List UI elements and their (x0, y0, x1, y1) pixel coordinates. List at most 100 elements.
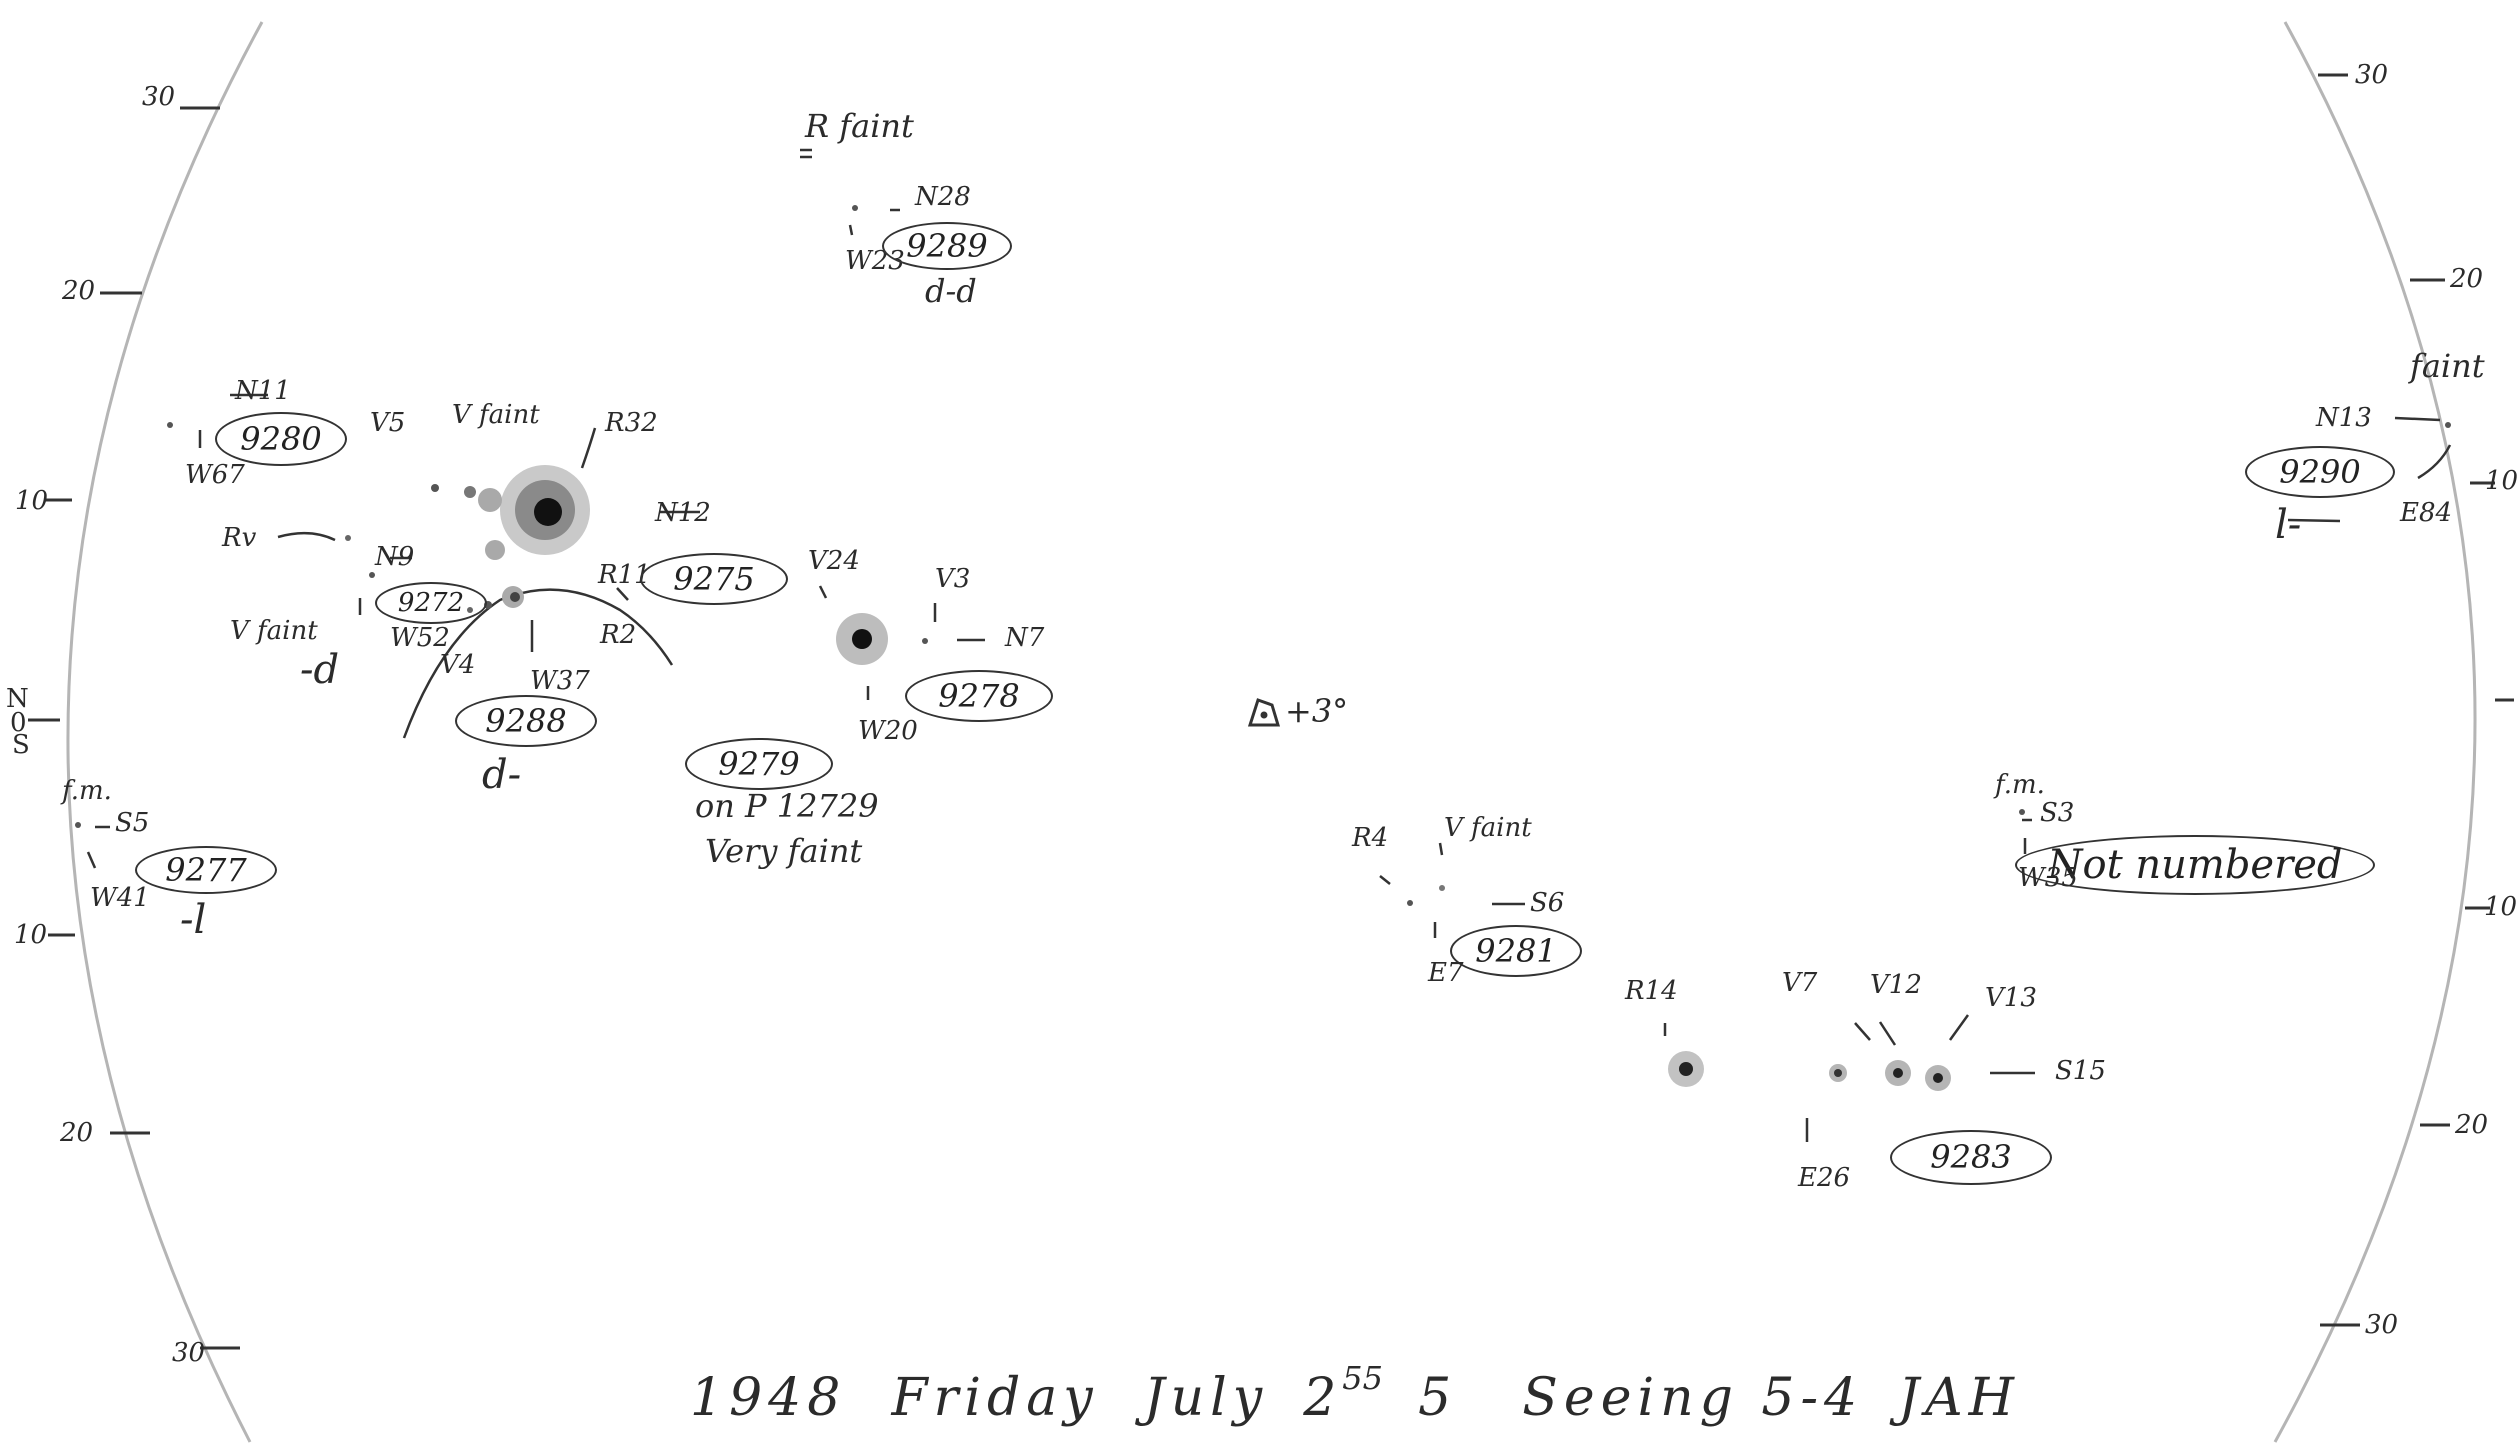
note-faint-9290: faint (2410, 347, 2485, 385)
label-n11: N11 (235, 376, 291, 406)
small-tick-marks (800, 148, 812, 159)
sunspot-unnumbered (2019, 809, 2025, 815)
label-fm-9277: f.m. (62, 776, 112, 806)
left-scale-label-30-top: 30 (142, 82, 176, 112)
sunspot-9278 (836, 613, 928, 665)
sunspot-9275 (431, 465, 590, 560)
right-scale-label-20-bottom: 20 (2455, 1110, 2489, 1140)
label-r4: R4 (1352, 823, 1389, 853)
label-w35: W35 (2018, 863, 2078, 893)
label-v4: V4 (440, 650, 476, 680)
right-limb-arc (2273, 21, 2477, 1443)
label-w37: W37 (530, 666, 590, 696)
label-v-faint-9281: V faint (1444, 813, 1532, 843)
class-label-9289: d-d (925, 272, 977, 310)
left-scale-label-30-bottom: 30 (172, 1338, 206, 1368)
sunspot-9283 (1668, 1051, 1951, 1091)
label-e7: E7 (1428, 958, 1464, 988)
footer-day: Friday (891, 1368, 1099, 1428)
label-s15: S15 (2055, 1056, 2106, 1086)
group-label-9289: 9289 (882, 222, 1012, 270)
sunspot-9281 (1407, 885, 1445, 906)
label-v12: V12 (1870, 970, 1922, 1000)
footer-time-rest: 5 (1418, 1368, 1458, 1428)
label-n13: N13 (2316, 403, 2372, 433)
right-scale-label-30-top: 30 (2355, 60, 2389, 90)
label-n28: N28 (915, 182, 971, 212)
footer-day-number: 2 (1303, 1368, 1343, 1428)
label-v3: V3 (935, 564, 971, 594)
label-n7: N7 (1005, 623, 1045, 653)
group-label-9279: 9279 (685, 738, 833, 790)
right-scale-ticks (2318, 73, 2514, 1327)
label-e26: E26 (1798, 1163, 1851, 1193)
group-label-9278: 9278 (905, 670, 1053, 722)
group-label-9283: 9283 (1890, 1130, 2052, 1185)
right-scale-label-10-top: 10 (2485, 466, 2518, 496)
right-scale-label-10-bottom: 10 (2484, 892, 2518, 922)
left-scale-label-s: S (12, 730, 30, 760)
note-on-p12729: on P 12729 (695, 787, 879, 825)
left-scale-label-n: N (6, 684, 29, 714)
left-limb-arc (66, 21, 264, 1443)
left-scale-ticks (28, 106, 240, 1350)
group-label-9275: 9275 (640, 553, 788, 605)
label-v7: V7 (1782, 968, 1818, 998)
group-label-9290: 9290 (2245, 446, 2395, 498)
label-w41: W41 (90, 883, 150, 913)
sunspot-9277 (75, 822, 81, 828)
group-label-9280: 9280 (215, 412, 347, 466)
left-scale-label-0: 0 (10, 708, 27, 738)
class-label-9277: -l (180, 897, 207, 943)
label-r32: R32 (605, 408, 658, 438)
label-v24: V24 (808, 546, 860, 576)
label-w67: W67 (185, 460, 245, 490)
right-scale-label-30-bottom: 30 (2365, 1310, 2399, 1340)
label-fm-unnumbered: f.m. (1995, 770, 2045, 800)
right-scale-label-20-top: 20 (2450, 264, 2484, 294)
label-r14: R14 (1625, 976, 1678, 1006)
left-scale-label-20-bottom: 20 (60, 1118, 94, 1148)
sunspot-9280 (167, 422, 173, 428)
label-v-faint-9272: V faint (230, 616, 318, 646)
label-s6: S6 (1530, 888, 1565, 918)
footer-seeing: Seeing 5-4 (1522, 1368, 1864, 1428)
leader-lines (86, 208, 2452, 1142)
footer-time-superscript: 55 (1342, 1358, 1384, 1397)
center-triangle-icon (1247, 698, 1281, 727)
label-v13: V13 (1985, 983, 2037, 1013)
label-rv: Rv (222, 523, 257, 553)
group-label-not-numbered: Not numbered (2015, 835, 2375, 895)
class-label-9272: -d (300, 647, 340, 693)
label-w52: W52 (390, 623, 450, 653)
footer-date-line: 1948 Friday July 255 5 Seeing 5-4 JAH (690, 1362, 2020, 1424)
left-scale-label-10-top: 10 (15, 486, 49, 516)
center-offset-label: +3° (1285, 692, 1349, 730)
sunspot-9272 (345, 535, 375, 578)
footer-year: 1948 (690, 1368, 847, 1428)
note-r-faint: R faint (805, 107, 914, 145)
left-scale-label-20-top: 20 (62, 276, 96, 306)
label-v-faint-9275: V faint (452, 400, 540, 430)
label-n12: N12 (655, 498, 711, 528)
label-e84: E84 (2400, 498, 2453, 528)
label-s5: S5 (115, 808, 150, 838)
class-label-9288: d- (482, 752, 522, 798)
left-scale-label-10-bottom: 10 (14, 920, 48, 950)
sunspot-9290 (2445, 422, 2451, 428)
label-v5: V5 (370, 408, 406, 438)
label-r2: R2 (600, 620, 637, 650)
group-label-9277: 9277 (135, 846, 277, 894)
label-n9: N9 (375, 542, 415, 572)
group-label-9272: 9272 (375, 582, 487, 624)
note-very-faint: Very faint (705, 832, 863, 870)
footer-month: July (1143, 1368, 1269, 1428)
group-label-9288: 9288 (455, 695, 597, 747)
sunspot-9289 (852, 205, 858, 211)
label-s3: S3 (2040, 798, 2075, 828)
label-w20: W20 (858, 716, 918, 746)
group-label-9281: 9281 (1450, 925, 1582, 977)
class-label-9290: l- (2275, 502, 2302, 548)
